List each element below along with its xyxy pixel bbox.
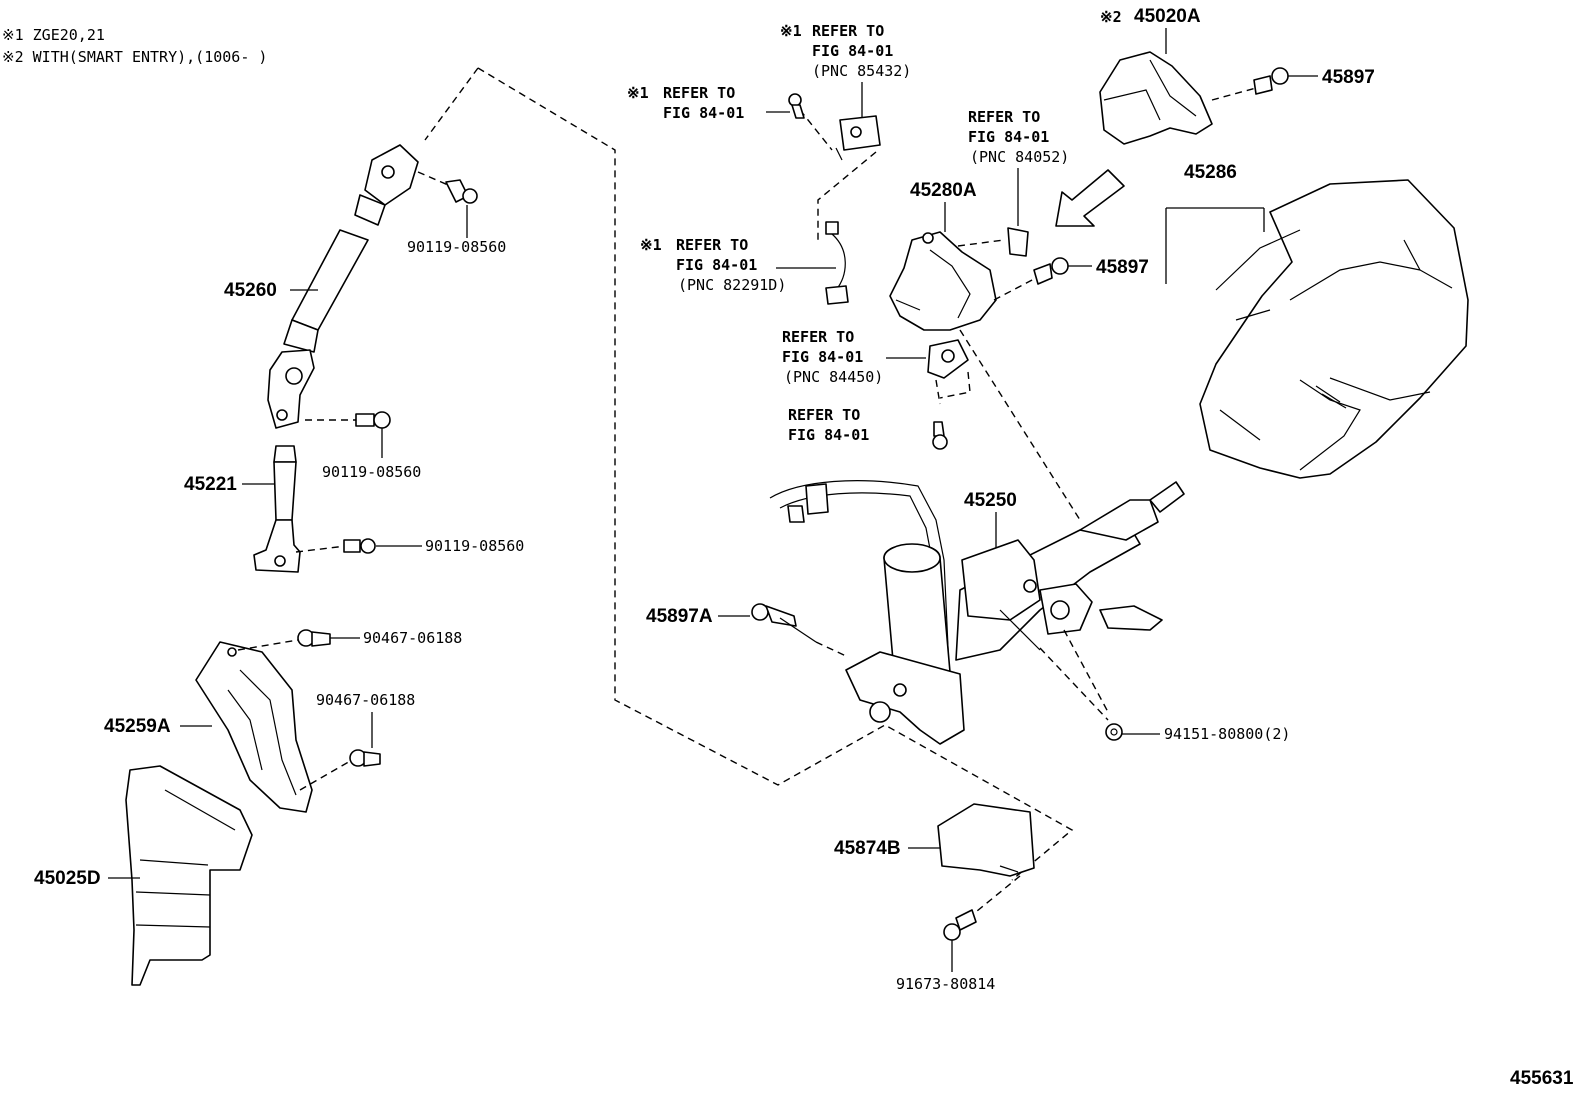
clip-90467-b: [349, 749, 381, 767]
transponder-45020A: [1099, 51, 1213, 145]
label-90467-06188-b: 90467-06188: [316, 691, 415, 709]
ref3-mark: ※1: [640, 236, 662, 254]
bolt-45897A: [751, 603, 817, 643]
ref1-line3: (PNC 85432): [812, 62, 911, 80]
steering-lock-45280A: [889, 231, 997, 331]
ref4-line3: (PNC 84052): [970, 148, 1069, 166]
label-45897A: 45897A: [646, 606, 713, 627]
label-90119-08560-a: 90119-08560: [407, 238, 506, 256]
ref4-line1: REFER TO: [968, 108, 1040, 126]
switch-85432: [835, 115, 881, 161]
direction-arrow: [1055, 169, 1125, 227]
label-45250: 45250: [964, 490, 1017, 511]
wire-82291D: [825, 221, 849, 305]
shaft-top-dash: [424, 67, 479, 141]
steering-shaft-45221: [253, 445, 301, 573]
ref5-line3: (PNC 84450): [784, 368, 883, 386]
bolt-90119-a: [445, 179, 478, 204]
switch-84450: [927, 339, 969, 379]
label-45874B: 45874B: [834, 838, 901, 859]
label-91673-80814: 91673-80814: [896, 975, 995, 993]
ref5-line1: REFER TO: [782, 328, 854, 346]
ref3-line1: REFER TO: [676, 236, 748, 254]
ref2-line2: FIG 84-01: [663, 104, 744, 122]
label-90119-08560-c: 90119-08560: [425, 537, 524, 555]
ref6-line2: FIG 84-01: [788, 426, 869, 444]
screw-ref2: [788, 93, 805, 119]
label-90467-06188-a: 90467-06188: [363, 629, 462, 647]
steering-column-45250: [769, 480, 1185, 745]
note-2: ※2 WITH(SMART ENTRY),(1006- ): [2, 48, 267, 66]
label-45286: 45286: [1184, 162, 1237, 183]
bolt-45897-a: [1253, 67, 1289, 95]
label-45897-a: 45897: [1322, 67, 1375, 88]
label-45025D: 45025D: [34, 868, 101, 889]
assembly-boundary-line: [477, 67, 1074, 881]
ref3-line2: FIG 84-01: [676, 256, 757, 274]
label-45897-b: 45897: [1096, 257, 1149, 278]
bolt-45897-b: [1033, 257, 1069, 285]
mark-2: ※2: [1100, 8, 1122, 26]
bolt-90119-c: [343, 538, 376, 554]
hole-cover-45259A: [195, 641, 313, 813]
intermediate-shaft-45260: [267, 144, 419, 429]
ref2-line1: REFER TO: [663, 84, 735, 102]
bolt-91673: [943, 909, 977, 941]
column-boot-45025D: [125, 765, 253, 986]
label-45259A: 45259A: [104, 716, 171, 737]
label-45280A: 45280A: [910, 180, 977, 201]
label-45020A: 45020A: [1134, 6, 1201, 27]
nut-94151: [1105, 723, 1123, 741]
clip-90467-a: [297, 629, 331, 647]
label-45221: 45221: [184, 474, 237, 495]
label-45260: 45260: [224, 280, 277, 301]
label-94151-80800: 94151-80800(2): [1164, 725, 1290, 743]
note-1: ※1 ZGE20,21: [2, 26, 105, 44]
ref1-mark: ※1: [780, 22, 802, 40]
sensor-84052: [1007, 227, 1029, 257]
figure-id: 455631: [1510, 1068, 1574, 1089]
ref4-line2: FIG 84-01: [968, 128, 1049, 146]
bolt-90119-b: [355, 411, 391, 429]
column-cover-45286: [1199, 179, 1469, 479]
ref3-line3: (PNC 82291D): [678, 276, 786, 294]
cover-45874B: [937, 803, 1035, 877]
ref6-line1: REFER TO: [788, 406, 860, 424]
screw-ref6: [932, 421, 948, 450]
ref1-line2: FIG 84-01: [812, 42, 893, 60]
ref1-line1: REFER TO: [812, 22, 884, 40]
ref5-line2: FIG 84-01: [782, 348, 863, 366]
label-90119-08560-b: 90119-08560: [322, 463, 421, 481]
ref2-mark: ※1: [627, 84, 649, 102]
